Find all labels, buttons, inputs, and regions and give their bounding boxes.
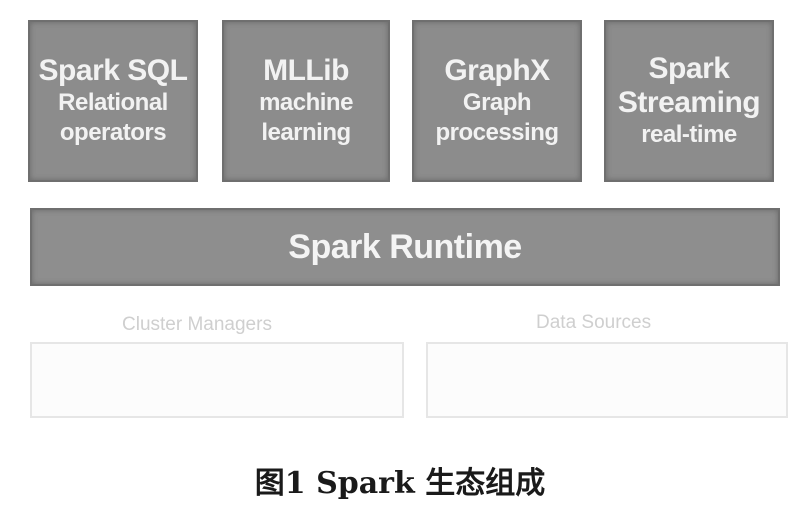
data-sources-box — [426, 342, 788, 418]
module-desc-line: Graph — [462, 89, 532, 116]
module-title: Spark SQL — [38, 54, 188, 87]
module-desc-line: real-time — [641, 121, 737, 148]
module-desc-line: processing — [435, 119, 559, 146]
runtime-label: Spark Runtime — [288, 227, 522, 266]
module-graphx: GraphX Graph processing — [412, 20, 582, 182]
module-mllib: MLLib machine learning — [222, 20, 390, 182]
module-spark-sql: Spark SQL Relational operators — [28, 20, 198, 182]
module-title: Spark — [648, 52, 730, 85]
module-title: MLLib — [263, 54, 349, 87]
cluster-managers-box — [30, 342, 404, 418]
module-desc-line: machine — [259, 89, 353, 116]
module-desc-line: learning — [261, 119, 351, 146]
module-title: GraphX — [444, 54, 550, 87]
module-desc-line: Relational — [58, 89, 168, 116]
module-desc-line: operators — [59, 119, 167, 146]
module-title-line: Streaming — [617, 86, 761, 119]
module-spark-streaming: Spark Streaming real-time — [604, 20, 774, 182]
cluster-managers-label: Cluster Managers — [122, 314, 272, 335]
spark-runtime-bar: Spark Runtime — [30, 208, 780, 286]
data-sources-label: Data Sources — [536, 312, 652, 333]
figure-caption: 图1 Spark 生态组成 — [254, 466, 546, 501]
